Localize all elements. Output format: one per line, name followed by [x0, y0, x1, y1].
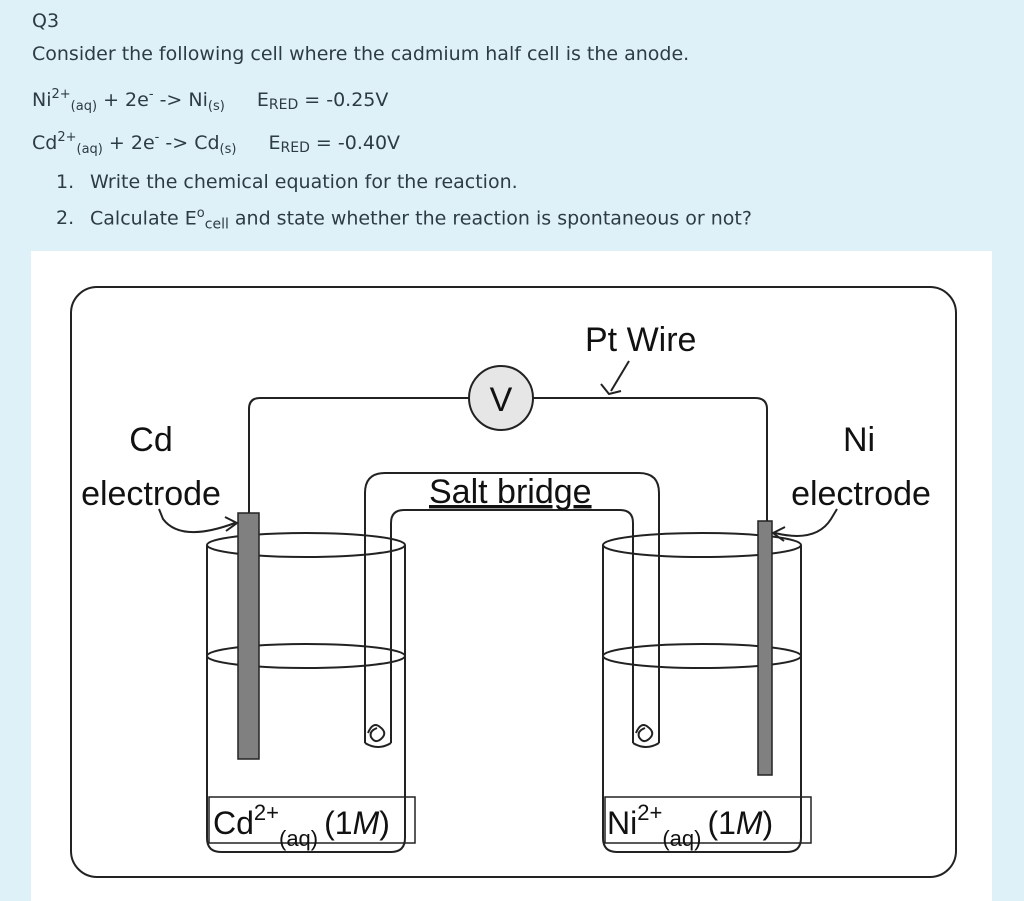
- ni-electrode-label-line2: electrode: [791, 475, 931, 513]
- right-solution-surface: [602, 643, 802, 669]
- ni-ion: Ni: [32, 89, 52, 111]
- pt-wire-arrowhead: [600, 383, 622, 396]
- task-item: 1.Write the chemical equation for the re…: [56, 171, 518, 193]
- electron-charge: -: [148, 87, 154, 102]
- ni-label-arrow: [774, 508, 838, 537]
- cd-electrode-label-line2: electrode: [81, 475, 221, 513]
- cd-ion: Cd: [32, 132, 58, 154]
- reaction-arrow: ->: [159, 132, 195, 154]
- ni-ion-charge: 2+: [51, 87, 71, 102]
- reaction-arrow: ->: [153, 89, 189, 111]
- wire-left: [248, 397, 469, 513]
- galvanic-cell-diagram: V Pt Wire Salt bridge: [70, 286, 957, 878]
- voltmeter-symbol: V: [490, 381, 513, 419]
- voltmeter: V: [468, 365, 534, 431]
- galvanic-cell-figure: V Pt Wire Salt bridge: [31, 251, 992, 901]
- ni-ered: ERED = -0.25V: [256, 89, 389, 113]
- ni-electrode: [757, 520, 773, 776]
- ni-half-reaction: Ni2+(aq) + 2e- -> Ni(s) ERED = -0.25V: [32, 87, 388, 114]
- ni-electrode-label-line1: Ni: [843, 421, 875, 459]
- cd-ion-state: (aq): [76, 142, 103, 157]
- cd-label-arrow: [158, 508, 236, 533]
- cd-ion-charge: 2+: [57, 130, 77, 145]
- right-bridge-plug: [635, 724, 654, 743]
- electron-term: + 2e: [102, 132, 155, 154]
- left-solution-label: Cd2+(aq)(1M): [208, 796, 416, 851]
- salt-bridge: [364, 472, 660, 748]
- left-solution-surface: [206, 643, 406, 669]
- pt-wire-label: Pt Wire: [585, 321, 696, 359]
- ni-product-state: (s): [207, 99, 225, 114]
- svg-text:Ni2+(aq)(1M): Ni2+(aq)(1M): [607, 800, 773, 851]
- diagram-frame: [70, 286, 957, 878]
- ni-ion-state: (aq): [70, 99, 98, 114]
- cd-ered: ERED = -0.40V: [268, 132, 401, 156]
- cd-label-arrowhead: [224, 516, 239, 532]
- cd-product-state: (s): [219, 142, 237, 157]
- cd-electrode-label-line1: Cd: [129, 421, 172, 459]
- voltmeter-circle: [468, 365, 534, 431]
- salt-bridge-label: Salt bridge: [429, 473, 592, 511]
- left-bridge-plug: [367, 724, 386, 743]
- wire-right: [533, 397, 768, 521]
- question-number: Q3: [32, 10, 60, 32]
- electron-charge: -: [154, 130, 160, 145]
- electron-term: + 2e: [97, 89, 149, 111]
- question-intro: Consider the following cell where the ca…: [32, 43, 690, 65]
- cd-product: Cd: [194, 132, 220, 154]
- svg-text:Cd2+(aq)(1M): Cd2+(aq)(1M): [213, 800, 390, 851]
- right-solution-label: Ni2+(aq)(1M): [604, 796, 812, 851]
- ni-product: Ni: [188, 89, 208, 111]
- task-item: 2.Calculate Eocell and state whether the…: [56, 206, 752, 233]
- pt-wire-arrow: [610, 360, 630, 392]
- ni-label-arrowhead: [771, 526, 786, 542]
- task-list: 1.Write the chemical equation for the re…: [56, 170, 752, 234]
- cd-electrode: [237, 512, 260, 760]
- cd-half-reaction: Cd2+(aq) + 2e- -> Cd(s) ERED = -0.40V: [32, 130, 400, 157]
